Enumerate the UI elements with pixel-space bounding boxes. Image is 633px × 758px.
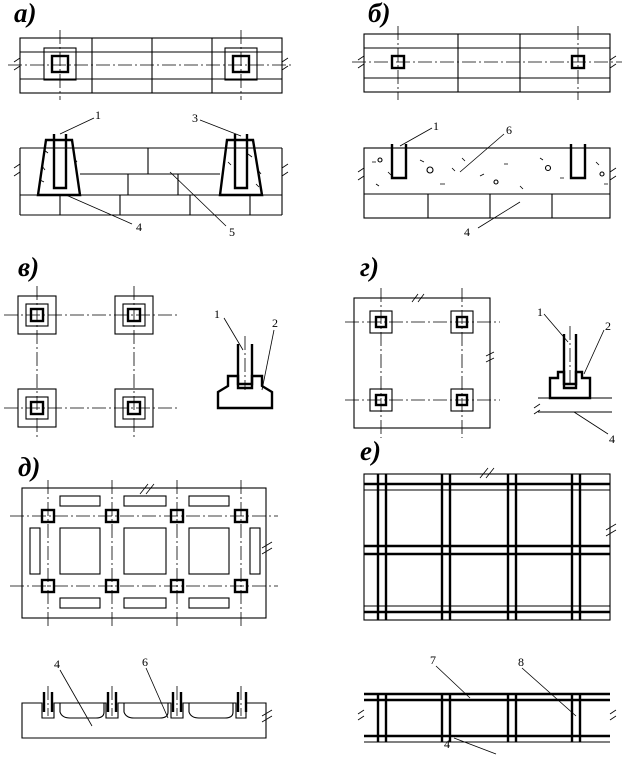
callout-e-4: 4 (444, 737, 450, 751)
beam-grid-horizontal (364, 482, 610, 614)
callout-d-4: 4 (54, 657, 60, 671)
slab-openings (29, 495, 261, 609)
panel-e-section: 7 8 4 (357, 653, 617, 755)
slab-section-columns (42, 686, 248, 716)
panel-g-label: г) (360, 252, 379, 282)
panel-a-section: 1 3 4 5 (13, 108, 289, 239)
panel-b-section: 1 6 4 (357, 119, 617, 239)
slab-columns (40, 508, 249, 594)
column-b-left (390, 144, 408, 180)
pad-footing-4 (114, 388, 154, 428)
panel-g-plan (345, 288, 500, 438)
callout-a-5: 5 (229, 225, 235, 239)
column-right (233, 134, 249, 190)
grid-pad-3 (369, 388, 393, 412)
panel-v-plan (4, 286, 180, 440)
panel-b: б) (352, 0, 622, 239)
callout-g-2: 2 (605, 319, 611, 333)
glass-foundation-left (36, 138, 82, 197)
panel-g-section: 1 2 4 (533, 305, 615, 446)
grid-pad-2 (450, 310, 474, 334)
panel-v: в) (4, 252, 278, 440)
panel-e: е) (357, 436, 617, 755)
callout-v-1: 1 (214, 307, 220, 321)
column-b-right (569, 144, 587, 180)
callout-v-2: 2 (272, 316, 278, 330)
panel-d-plan (10, 480, 278, 626)
callout-b-1: 1 (433, 119, 439, 133)
glass-socket-right (224, 47, 258, 81)
callout-a-1: 1 (95, 108, 101, 122)
panel-a: а) (8, 0, 294, 239)
callout-a-3: 3 (192, 111, 198, 125)
column-plan-left (390, 54, 406, 70)
callout-g-4: 4 (609, 432, 615, 446)
grid-pad-4 (450, 388, 474, 412)
glass-foundation-right (218, 138, 264, 197)
grid-pad-1 (369, 310, 393, 334)
panel-e-plan (363, 467, 617, 621)
callout-e-8: 8 (518, 655, 524, 669)
column-plan-right (570, 54, 586, 70)
panel-b-plan (352, 26, 622, 100)
callout-b-4: 4 (464, 225, 470, 239)
panel-d-label: д) (18, 452, 40, 482)
panel-b-label: б) (368, 0, 390, 28)
pad-footing-1 (17, 295, 57, 335)
glass-socket-left (43, 47, 77, 81)
pad-footing-2 (114, 295, 154, 335)
rib-verticals (376, 694, 582, 742)
callout-g-1: 1 (537, 305, 543, 319)
beam-grid-vertical (376, 474, 582, 620)
panel-a-label: а) (14, 0, 37, 28)
glass-block-section (548, 370, 592, 400)
panel-d-section: 4 6 (21, 655, 273, 739)
panel-v-label: в) (18, 252, 39, 282)
panel-d: д) (10, 452, 278, 739)
callout-a-4: 4 (136, 220, 142, 234)
column-left (52, 134, 68, 190)
callout-b-6: 6 (506, 123, 512, 137)
pad-foundation-section (216, 374, 274, 410)
callout-d-6: 6 (142, 655, 148, 669)
panel-g: г) (345, 252, 615, 446)
panel-a-plan (8, 30, 294, 100)
panel-e-label: е) (360, 436, 381, 466)
panel-v-section: 1 2 (214, 307, 278, 410)
pad-footing-3 (17, 388, 57, 428)
callout-e-7: 7 (430, 653, 436, 667)
